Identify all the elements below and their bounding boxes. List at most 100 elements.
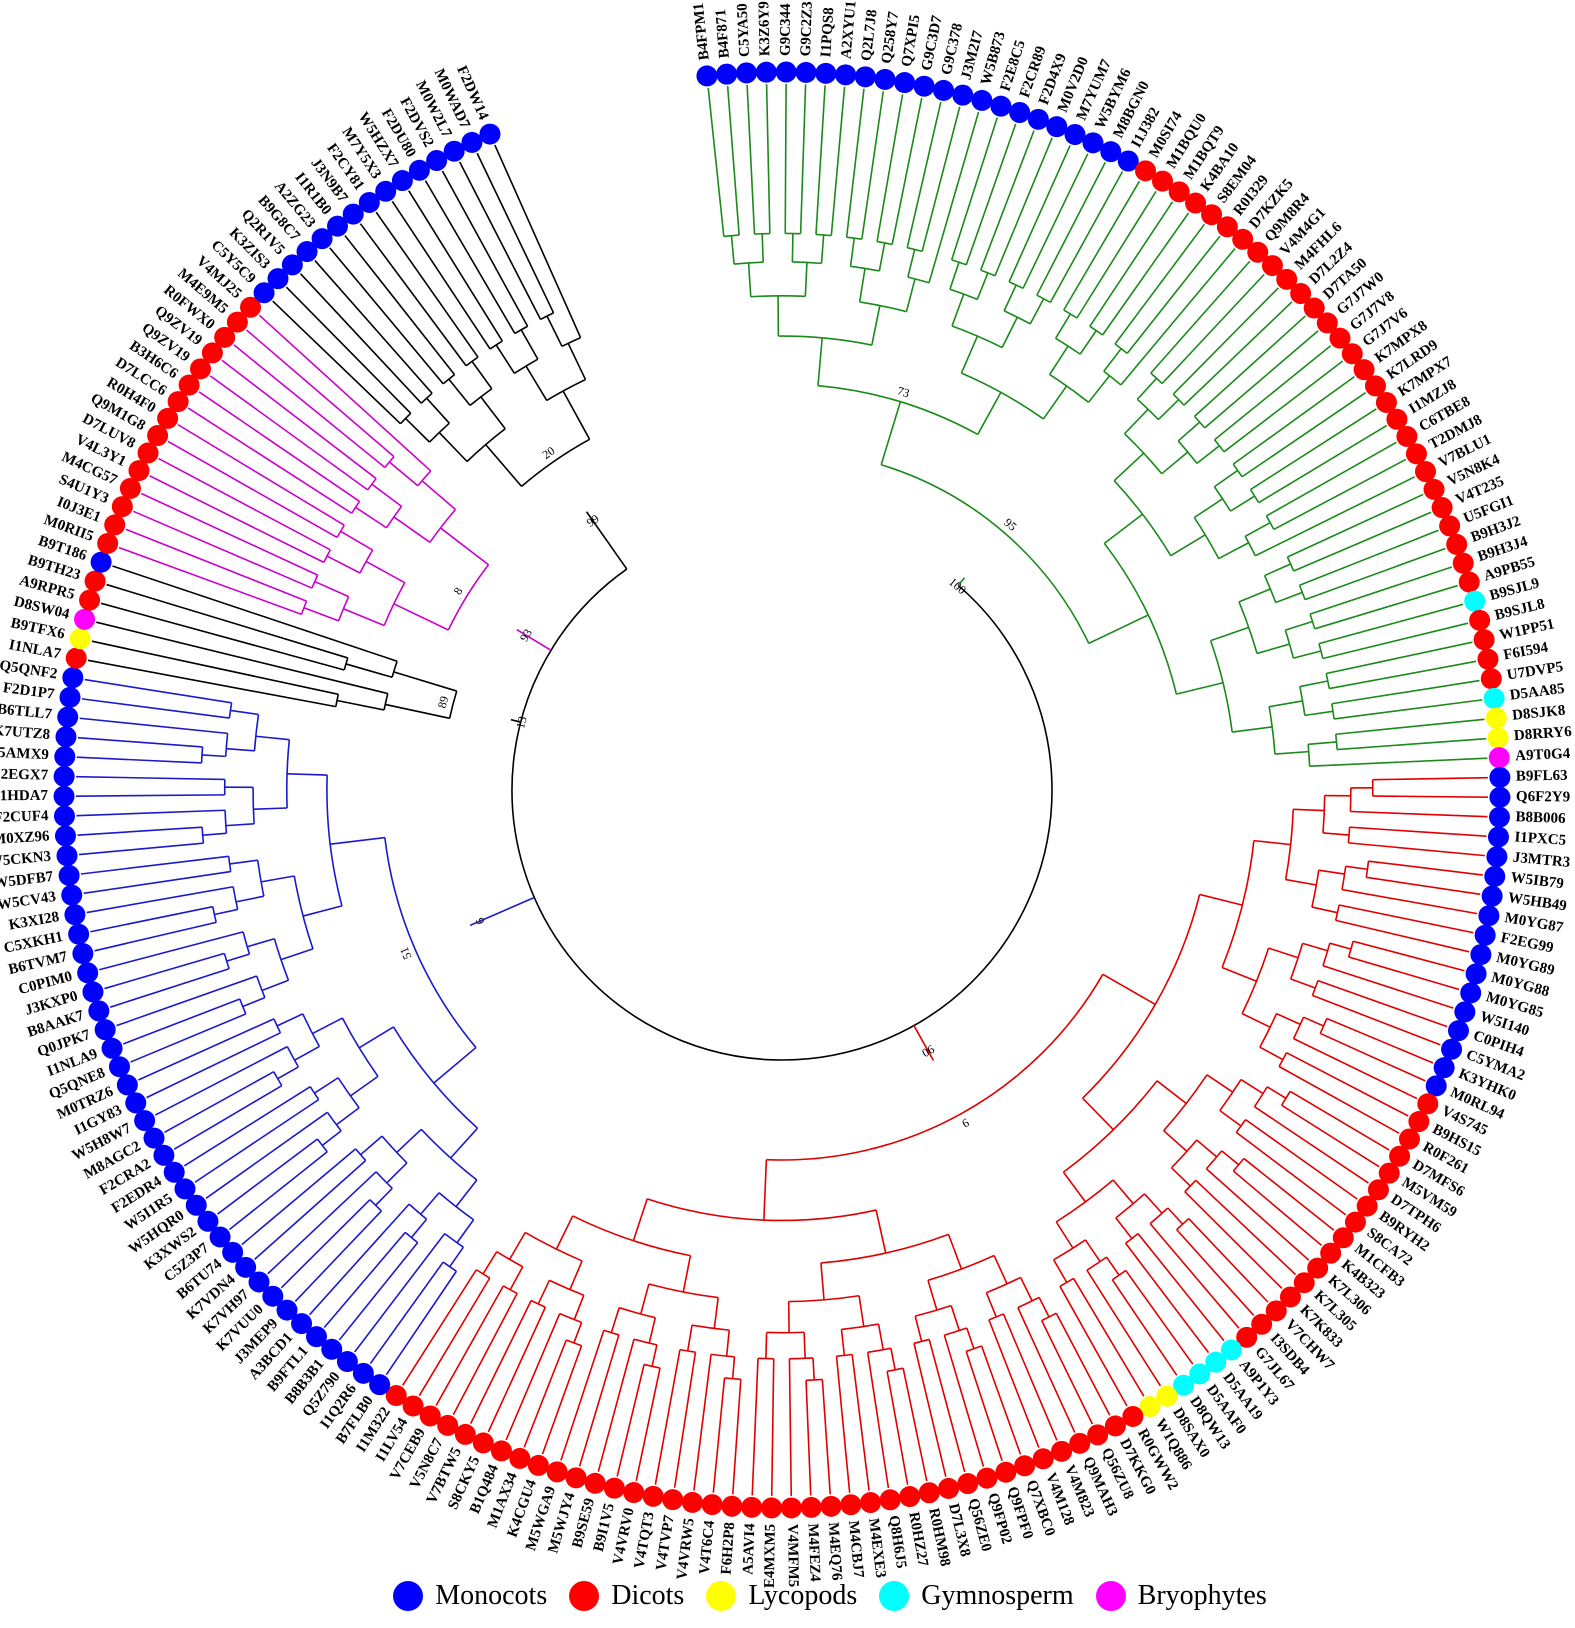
terminal-branch <box>1372 795 1488 798</box>
terminal-branch <box>1055 1312 1111 1416</box>
internal-branch <box>350 1075 379 1097</box>
leaf-dot <box>311 228 333 250</box>
clade-arc <box>326 775 343 907</box>
clade-arc <box>1041 1312 1057 1322</box>
clade-arc <box>1089 325 1104 336</box>
terminal-branch <box>83 870 231 895</box>
leaf-dot <box>128 460 150 482</box>
leaf-dot <box>971 89 993 111</box>
leaf-dot <box>426 150 448 172</box>
bootstrap-value: 95 <box>1001 515 1019 533</box>
internal-branch <box>230 709 259 716</box>
bootstrap-value: 93 <box>517 626 535 644</box>
internal-branch <box>404 417 431 443</box>
internal-branch <box>849 238 856 267</box>
terminal-branch <box>770 1358 775 1496</box>
leaf-dot <box>358 191 380 213</box>
terminal-branch <box>149 475 325 564</box>
internal-branch <box>360 1135 383 1156</box>
clade-arc <box>880 464 1090 644</box>
leaf-label: V4VRW5 <box>674 1517 698 1580</box>
terminal-branch <box>90 905 213 933</box>
leaf-dot <box>104 514 126 536</box>
internal-branch <box>1087 375 1111 403</box>
clade-arc <box>766 973 1104 1161</box>
internal-branch <box>1259 1046 1284 1061</box>
leaf-label: A5AVI4 <box>740 1522 758 1575</box>
leaf-dot <box>190 358 212 380</box>
internal-branch <box>1082 1097 1114 1131</box>
terminal-branch <box>1241 391 1367 478</box>
terminal-branch <box>1223 360 1344 453</box>
internal-branch <box>520 329 539 360</box>
internal-branch <box>358 1026 394 1049</box>
bootstrap-value: 6 <box>472 916 487 927</box>
terminal-branch <box>76 794 225 797</box>
legend: Monocots Dicots Lycopods Gymnosperm Bryo… <box>300 1572 1360 1620</box>
leaf-label: F6H2P8 <box>719 1522 739 1575</box>
internal-branch <box>313 1077 339 1094</box>
leaf-dot <box>1139 1396 1161 1418</box>
leaf-dot <box>1364 375 1386 397</box>
leaf-dot <box>1251 1313 1273 1335</box>
clade-arc <box>1292 1016 1305 1039</box>
internal-branch <box>1105 1256 1120 1276</box>
leaf-dot <box>1135 160 1157 182</box>
leaf-dot <box>352 1362 374 1384</box>
internal-branch <box>747 262 752 297</box>
internal-branch <box>875 1209 887 1254</box>
internal-branch <box>1302 942 1328 952</box>
leaf-dot <box>1247 241 1269 263</box>
terminal-branch <box>452 1293 518 1416</box>
terminal-branch <box>1017 1307 1076 1433</box>
terminal-branch <box>751 1358 759 1496</box>
internal-branch <box>1199 893 1243 906</box>
leaf-dot <box>642 1485 664 1507</box>
internal-branch <box>1048 345 1069 375</box>
internal-branch <box>365 560 406 584</box>
terminal-branch <box>146 1032 281 1099</box>
leaf-dot <box>1261 255 1283 277</box>
internal-branch <box>1196 1139 1218 1158</box>
terminal-branch <box>505 1313 561 1441</box>
leaf-dot <box>1087 1424 1109 1446</box>
internal-branch <box>573 1294 585 1320</box>
leaf-dot <box>1439 515 1461 537</box>
clade-arc <box>1289 943 1304 980</box>
clade-arc <box>253 714 260 751</box>
leaf-dot <box>296 241 318 263</box>
leaf-dot <box>321 1338 343 1360</box>
internal-branch <box>294 1045 320 1061</box>
internal-branch <box>340 530 373 551</box>
internal-branch <box>546 315 563 347</box>
clade-arc <box>1263 575 1277 603</box>
internal-branch <box>202 832 227 836</box>
terminal-branch <box>799 84 807 234</box>
internal-branch <box>1052 1259 1068 1283</box>
clade-arc <box>646 1198 877 1222</box>
leaf-dot <box>584 1472 606 1494</box>
internal-branch <box>261 979 289 992</box>
internal-branch <box>858 268 866 303</box>
terminal-branch <box>254 1159 367 1260</box>
terminal-branch <box>1349 826 1487 837</box>
terminal-branch <box>1299 529 1439 587</box>
bootstrap-value: 9 <box>959 1115 971 1130</box>
bootstrap-value: 89 <box>435 694 452 709</box>
leaf-dot <box>68 923 90 945</box>
terminal-branch <box>1008 145 1071 283</box>
clade-arc <box>496 1251 524 1268</box>
clade-arc <box>1241 947 1270 1014</box>
leaf-dot <box>736 62 758 84</box>
terminal-branch <box>228 1151 328 1231</box>
leaf-dot <box>437 1414 459 1436</box>
internal-branch <box>537 1279 551 1305</box>
backbone-arc <box>511 568 1053 1061</box>
internal-branch <box>761 233 764 263</box>
terminal-branch <box>906 101 942 248</box>
clade-arc <box>1055 1179 1114 1223</box>
terminal-branch <box>654 1349 681 1485</box>
leaf-dot <box>69 628 91 650</box>
internal-branch <box>410 1218 428 1239</box>
